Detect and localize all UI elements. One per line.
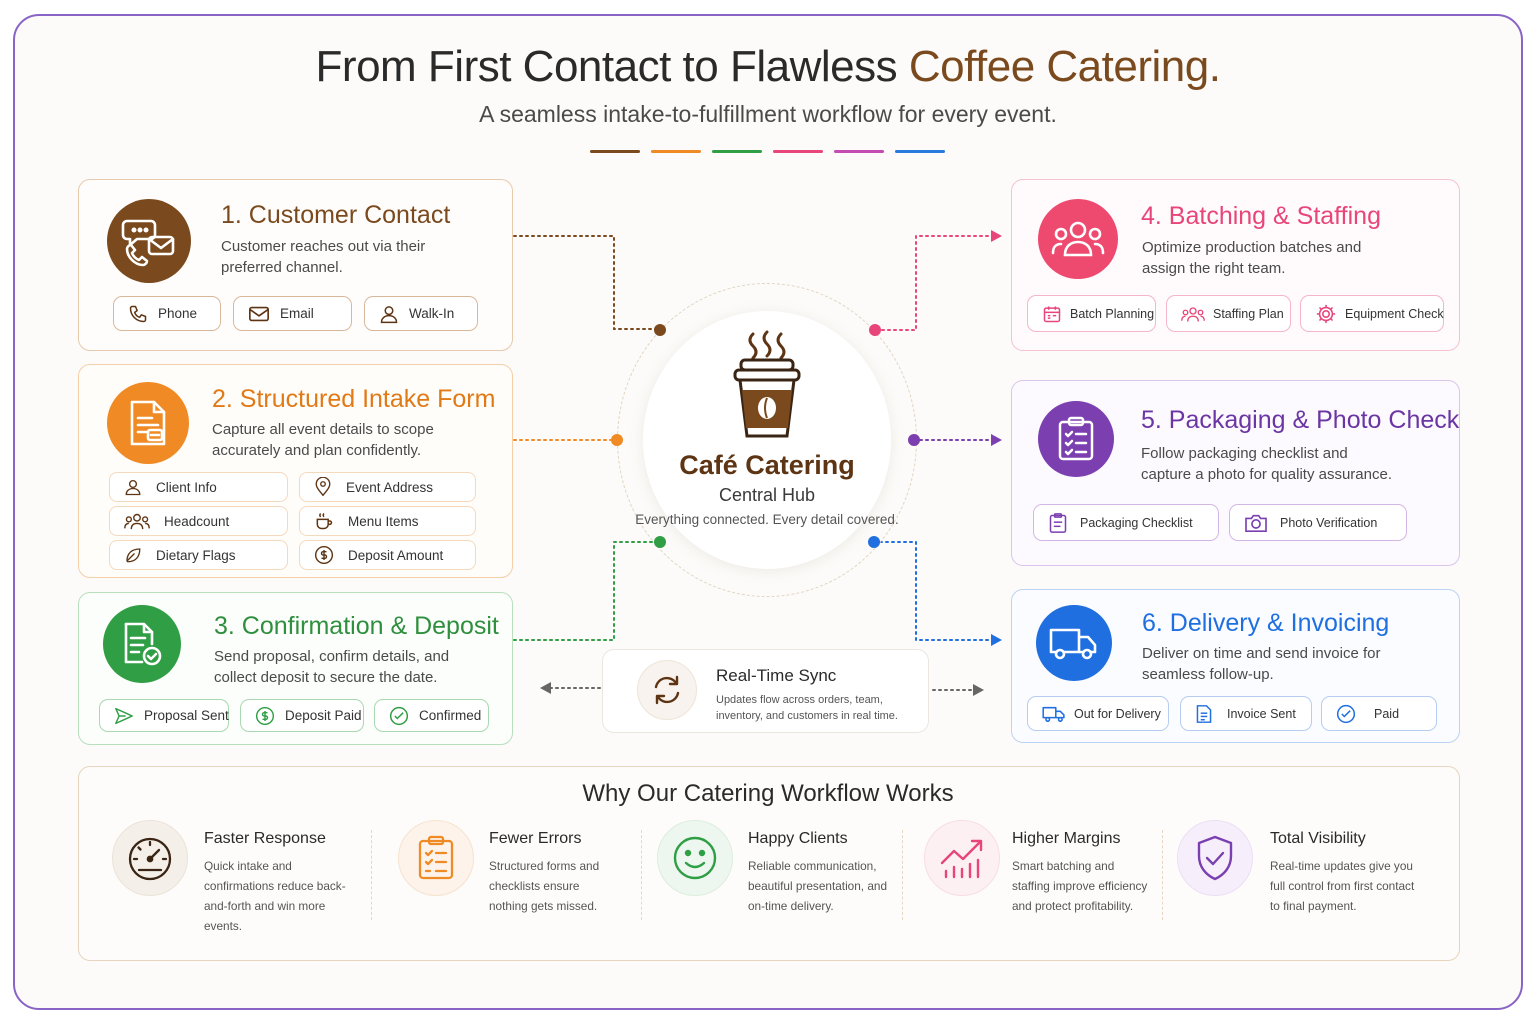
smiley-icon [657, 820, 733, 896]
page-subtitle: A seamless intake-to-fulfillment workflo… [479, 101, 1057, 127]
channel-email[interactable]: Email [233, 296, 352, 331]
hub-title: Café Catering [679, 450, 855, 480]
status-out-for-delivery[interactable]: Out for Delivery [1027, 696, 1169, 731]
step-desc-packaging: Follow packaging checklist and capture a… [1141, 445, 1392, 483]
mail-icon [249, 306, 269, 321]
document-check-icon [103, 605, 181, 683]
hub-description: Everything connected. Every detail cover… [635, 512, 899, 527]
check-circle-icon [1336, 704, 1356, 723]
why-item-text: Real-time updates give you full control … [1270, 859, 1415, 913]
send-icon [115, 707, 133, 724]
field-client-info[interactable]: Client Info [109, 472, 288, 502]
calendar-icon [1043, 306, 1061, 322]
step-desc-confirmation: Send proposal, confirm details, and coll… [214, 648, 450, 686]
status-proposal-sent[interactable]: Proposal Sent [99, 699, 229, 732]
step-title-packaging: 5. Packaging & Photo Check [1141, 406, 1460, 434]
invoice-icon [1196, 704, 1212, 723]
coffee-cup-icon [316, 512, 333, 530]
tool-equipment-check[interactable]: Equipment Check [1300, 295, 1444, 332]
group-icon [1181, 306, 1205, 322]
why-item-title: Fewer Errors [489, 830, 582, 847]
truck-icon [1036, 605, 1112, 681]
truck-icon [1042, 706, 1065, 722]
phone-icon [129, 305, 147, 322]
tool-batch-planning[interactable]: Batch Planning [1027, 295, 1156, 332]
why-item-title: Faster Response [204, 830, 326, 847]
field-dietary-flags[interactable]: Dietary Flags [109, 540, 288, 570]
status-confirmed[interactable]: Confirmed [374, 699, 489, 732]
channel-walk-in[interactable]: Walk-In [364, 296, 478, 331]
gear-icon [1316, 304, 1336, 323]
step-desc-customer-contact: Customer reaches out via their preferred… [221, 238, 426, 276]
clipboard-list-icon [398, 820, 474, 896]
why-item-text: Reliable communication, beautiful presen… [748, 859, 888, 913]
step-desc-intake-form: Capture all event details to scope accur… [212, 421, 434, 459]
step-desc-delivery: Deliver on time and send invoice for sea… [1142, 645, 1381, 683]
gauge-icon [112, 820, 188, 896]
shield-check-icon [1177, 820, 1253, 896]
sync-title: Real-Time Sync [716, 666, 837, 685]
trending-up-icon [924, 820, 1000, 896]
step-title-delivery: 6. Delivery & Invoicing [1142, 609, 1390, 637]
why-divider [902, 830, 903, 920]
tool-packaging-checklist[interactable]: Packaging Checklist [1033, 504, 1219, 541]
person-icon [380, 305, 398, 323]
why-item-title: Higher Margins [1012, 830, 1121, 847]
field-menu-items[interactable]: Menu Items [299, 506, 476, 536]
camera-icon [1245, 514, 1267, 532]
field-event-address[interactable]: Event Address [299, 472, 476, 502]
field-deposit-amount[interactable]: Deposit Amount [299, 540, 476, 570]
why-title: Why Our Catering Workflow Works [582, 780, 954, 807]
why-item-title: Total Visibility [1270, 830, 1366, 847]
dollar-coin-icon [255, 706, 275, 725]
tool-photo-verification[interactable]: Photo Verification [1229, 504, 1407, 541]
person-icon [125, 479, 141, 496]
step-title-confirmation: 3. Confirmation & Deposit [214, 612, 499, 640]
tool-staffing-plan[interactable]: Staffing Plan [1166, 295, 1291, 332]
check-circle-icon [389, 706, 409, 725]
status-paid[interactable]: Paid [1321, 696, 1437, 731]
why-divider [1162, 830, 1163, 920]
color-dash-divider [590, 150, 945, 153]
group-icon [124, 513, 150, 530]
why-divider [371, 830, 372, 920]
step-title-customer-contact: 1. Customer Contact [221, 201, 451, 229]
hub-subtitle: Central Hub [718, 485, 816, 505]
channel-phone[interactable]: Phone [113, 296, 221, 331]
why-item-text: Smart batching and staffing improve effi… [1012, 859, 1148, 913]
why-item-text: Quick intake and confirmations reduce ba… [204, 859, 346, 933]
sync-description: Updates flow across orders, team, invent… [716, 694, 898, 722]
clipboard-icon [1049, 512, 1067, 533]
field-headcount[interactable]: Headcount [109, 506, 288, 536]
checklist-clipboard-icon [1038, 401, 1114, 477]
step-title-intake-form: 2. Structured Intake Form [212, 385, 496, 413]
dollar-coin-icon [314, 545, 334, 565]
why-divider [641, 830, 642, 920]
leaf-icon [126, 548, 141, 563]
sync-icon [637, 660, 697, 720]
location-pin-icon [315, 477, 331, 497]
why-item-text: Structured forms and checklists ensure n… [489, 859, 600, 913]
step-desc-batching: Optimize production batches and assign t… [1142, 239, 1362, 277]
chat-phone-mail-icon [107, 199, 191, 283]
why-item-title: Happy Clients [748, 830, 848, 847]
team-icon [1038, 199, 1118, 279]
coffee-cup-icon [733, 330, 801, 438]
status-deposit-paid[interactable]: Deposit Paid [240, 699, 364, 732]
page-title: From First Contact to Flawless Coffee Ca… [315, 42, 1221, 91]
status-invoice-sent[interactable]: Invoice Sent [1180, 696, 1312, 731]
form-document-icon [107, 382, 189, 464]
step-title-batching: 4. Batching & Staffing [1141, 202, 1381, 230]
